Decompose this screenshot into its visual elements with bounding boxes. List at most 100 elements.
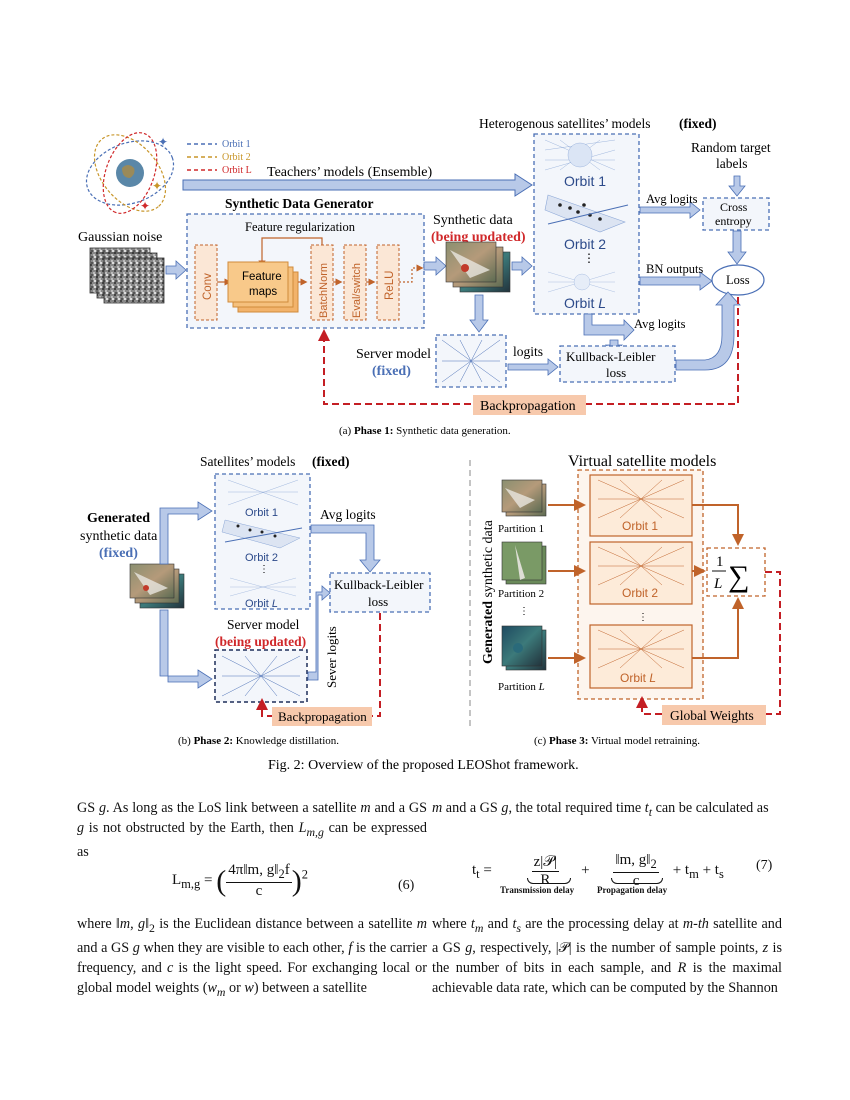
p2-generated: Generated [87, 511, 150, 526]
gaussian-noise-label: Gaussian noise [78, 230, 162, 245]
eq7-brace-2 [611, 878, 663, 884]
logits-label: logits [513, 344, 543, 359]
p2-title-fixed: (fixed) [312, 454, 350, 469]
scatter-icon [544, 194, 629, 233]
p2-sever-logits: Sever logits [324, 626, 339, 688]
random-target-label-2: labels [716, 156, 748, 171]
p3-dots-mid: ⋮ [638, 612, 648, 623]
p2-server-network-icon [221, 655, 301, 697]
kl-loss-box [559, 345, 676, 383]
synthetic-data-label: Synthetic data [433, 213, 513, 228]
right-column-text-bottom: where tm and ts are the processing delay… [432, 916, 783, 996]
network-icon-orbit1 [544, 139, 616, 171]
p2-orbitL: Orbit L [245, 598, 278, 610]
phase1-panel: ✦ ✦ ✦ Orbit 1 Orbit 2 Orbit L Teachers’ … [78, 116, 771, 437]
cross-entropy-label-2: entropy [715, 214, 752, 228]
conv-layer [194, 244, 218, 321]
p2-synthetic-data: synthetic data [80, 529, 158, 544]
synthetic-images [445, 241, 511, 293]
server-network-icon [441, 339, 501, 383]
bn-outputs-label: BN outputs [646, 262, 703, 276]
eq6-number: (6) [398, 878, 415, 893]
p3-partitionL: Partition L [498, 681, 545, 693]
p2-kl-2: loss [368, 594, 388, 609]
p3-net-icon-1 [597, 479, 685, 519]
legend-orbitL: Orbit L [222, 165, 252, 176]
phase3-panel: Virtual satellite models Generated synth… [481, 453, 781, 747]
feature-regularization-label: Feature regularization [245, 220, 356, 234]
p3-sum-symbol: ∑ [728, 560, 749, 593]
cross-entropy-box [702, 197, 770, 231]
svg-text:✦: ✦ [158, 135, 168, 149]
p3-net-icon-L [597, 629, 685, 669]
p2-network-icon-L [229, 577, 297, 597]
caption-b: (b) Phase 2: Knowledge distillation. [178, 735, 339, 747]
caption-a: (a) Phase 1: Synthetic data generation. [339, 425, 511, 437]
p3-avg-one: 1 [716, 554, 724, 570]
p2-scatter-icon [221, 519, 303, 549]
evalswitch-layer [343, 244, 367, 321]
p2-backprop-label: Backpropagation [278, 709, 367, 724]
p3-partition1-image [501, 479, 547, 517]
kl-label-2: loss [606, 365, 626, 380]
eq7-transmission: Transmission delay [500, 885, 575, 895]
p3-global-weights: Global Weights [670, 708, 754, 723]
feature-maps-block [227, 261, 289, 303]
earth-orbits-icon: ✦ ✦ ✦ [85, 132, 175, 214]
hetero-title: Heterogenous satellites’ models [479, 116, 650, 131]
p3-orbit2: Orbit 2 [622, 586, 658, 600]
orbitL-label: Orbit L [564, 295, 606, 311]
orbit-legend: Orbit 1 Orbit 2 Orbit L [187, 139, 252, 176]
batchnorm-label: BatchNorm [318, 263, 330, 318]
p3-orbit1-box [589, 474, 693, 537]
avg-logits-label: Avg logits [646, 192, 698, 206]
server-model-label: Server model [356, 347, 431, 362]
loss-label: Loss [726, 273, 750, 287]
p2-orbit1: Orbit 1 [245, 507, 278, 519]
figure-2-overview: ✦ ✦ ✦ Orbit 1 Orbit 2 Orbit L Teachers’ … [78, 116, 781, 773]
p3-title: Virtual satellite models [568, 453, 716, 470]
p3-partition1: Partition 1 [498, 523, 544, 535]
p3-dots-left: ⋮ [519, 606, 529, 617]
generator-title: Synthetic Data Generator [225, 196, 373, 211]
eq7-number: (7) [756, 858, 773, 873]
eq7-propagation: Propagation delay [597, 885, 668, 895]
p3-orbit1: Orbit 1 [622, 519, 658, 533]
p2-server-model: Server model [227, 617, 300, 632]
orbit2-label: Orbit 2 [564, 236, 606, 252]
p2-avg-logits: Avg logits [320, 507, 376, 522]
p3-orbitL: Orbit L [620, 671, 656, 685]
teachers-label: Teachers’ models (Ensemble) [267, 165, 432, 180]
svg-text:✦: ✦ [140, 199, 150, 213]
p3-partition2: Partition 2 [498, 588, 544, 600]
p3-average-box [706, 547, 766, 597]
p2-fixed: (fixed) [99, 546, 138, 561]
feature-maps-label-2: maps [249, 286, 277, 298]
legend-orbit1: Orbit 1 [222, 139, 251, 150]
p3-orbit2-box [589, 541, 693, 605]
figure-caption: Fig. 2: Overview of the proposed LEOShot… [268, 758, 579, 773]
loss-node [711, 264, 765, 296]
right-column-text-top: m and a GS g, the total required time tt… [432, 800, 769, 819]
evalswitch-label: Eval/switch [351, 263, 363, 318]
ellipsis-dots: ⋮ [583, 251, 595, 265]
p2-title: Satellites’ models [200, 454, 295, 469]
batchnorm-layer [310, 244, 334, 321]
server-fixed-label: (fixed) [372, 364, 411, 379]
p2-synthetic-images [129, 563, 185, 609]
kl-label-1: Kullback-Leibler [566, 349, 656, 364]
p2-network-icon-1 [227, 479, 299, 506]
p3-partition2-image [501, 541, 547, 585]
p2-kl-box [329, 572, 431, 613]
orbit1-label: Orbit 1 [564, 173, 606, 189]
p3-generated-label: Generated synthetic data [481, 519, 496, 664]
phase2-panel: Satellites’ models (fixed) Orbit 1 Orbit… [80, 454, 431, 747]
p2-being-updated: (being updated) [215, 634, 306, 649]
backprop-badge [473, 395, 586, 415]
cross-entropy-label-1: Cross [720, 200, 748, 214]
hetero-fixed: (fixed) [679, 116, 717, 131]
being-updated-label: (being updated) [431, 230, 526, 245]
relu-label: ReLU [384, 271, 396, 300]
